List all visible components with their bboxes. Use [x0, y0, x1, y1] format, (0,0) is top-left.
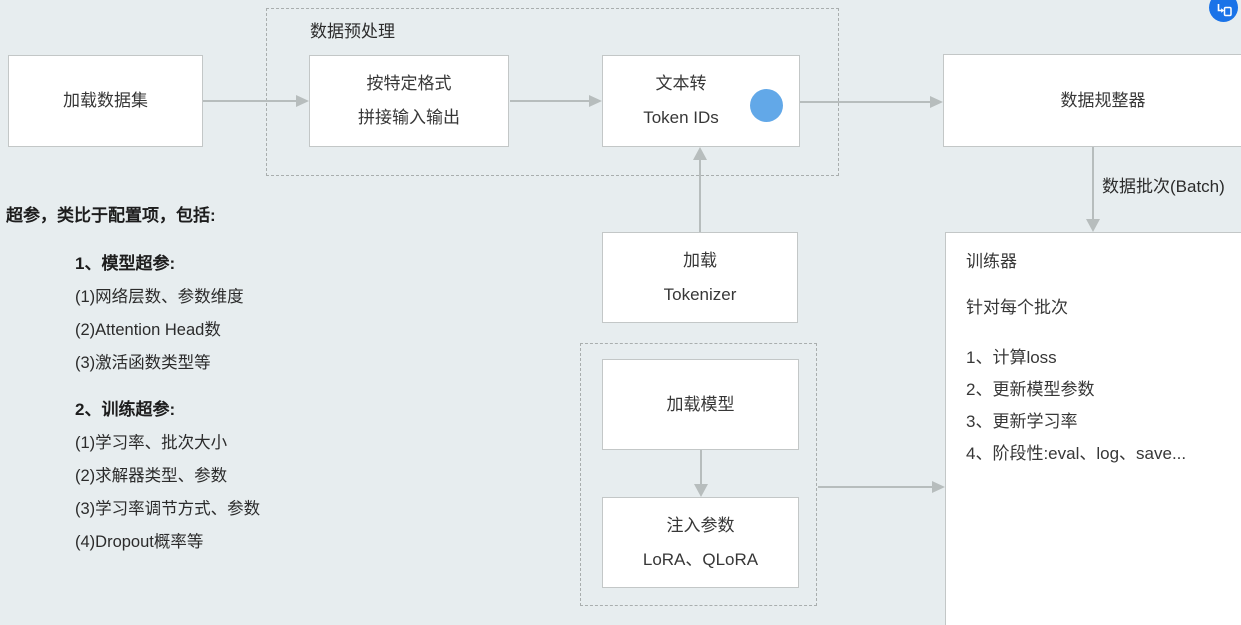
batch-arrow-label: 数据批次(Batch) [1102, 177, 1225, 196]
hyperparams-group-model: 1、模型超参: (1)网络层数、参数维度 (2)Attention Head数 … [75, 253, 260, 552]
node-text-to-token-ids-line2: Token IDs [643, 108, 719, 127]
hyperparams-item: (2)求解器类型、参数 [75, 467, 228, 485]
node-data-collator-label: 数据规整器 [1060, 90, 1146, 110]
trainer-subtitle: 针对每个批次 [966, 298, 1068, 317]
trainer-step-list: 1、计算loss 2、更新模型参数 3、更新学习率 4、阶段性:eval、log… [966, 347, 1186, 465]
node-data-collator: 数据规整器 [943, 54, 1241, 147]
node-format-concat: 按特定格式 拼接输入输出 [309, 55, 509, 147]
node-load-model-label: 加载模型 [666, 394, 735, 414]
hyperparams-item: (4)Dropout概率等 [75, 533, 204, 551]
node-load-tokenizer-line1: 加载 [683, 250, 717, 270]
trainer-step: 4、阶段性:eval、log、save... [966, 444, 1187, 463]
node-inject-params: 注入参数 LoRA、QLoRA [602, 497, 799, 588]
node-load-tokenizer: 加载 Tokenizer [602, 232, 798, 323]
hyperparams-item: (2)Attention Head数 [75, 321, 221, 339]
node-inject-params-line1: 注入参数 [666, 515, 735, 535]
trainer-title: 训练器 [966, 252, 1017, 271]
preprocess-group-label: 数据预处理 [310, 22, 395, 41]
pointer-highlight-dot [750, 89, 783, 122]
hyperparams-item: (3)激活函数类型等 [75, 354, 211, 372]
node-load-tokenizer-line2: Tokenizer [663, 284, 737, 304]
node-format-concat-line1: 按特定格式 [366, 74, 452, 93]
node-text-to-token-ids-line1: 文本转 [655, 74, 707, 93]
model-group-frame [580, 343, 817, 606]
node-trainer: 训练器 针对每个批次 1、计算loss 2、更新模型参数 3、更新学习率 4、阶… [945, 232, 1241, 625]
node-load-dataset: 加载数据集 [8, 55, 203, 147]
trainer-step: 1、计算loss [966, 348, 1057, 367]
node-format-concat-line2: 拼接输入输出 [358, 108, 460, 127]
trainer-step: 2、更新模型参数 [966, 380, 1095, 399]
hyperparams-item: (1)学习率、批次大小 [75, 434, 228, 452]
hyperparams-block: 超参，类比于配置项，包括: 1、模型超参: (1)网络层数、参数维度 (2)At… [6, 205, 260, 565]
hyperparams-heading: 1、模型超参: [75, 254, 176, 273]
node-inject-params-line2: LoRA、QLoRA [642, 549, 759, 569]
hyperparams-item: (1)网络层数、参数维度 [75, 288, 244, 306]
translate-subtitle-icon [1215, 4, 1232, 19]
floating-action-button[interactable] [1209, 0, 1238, 22]
node-load-dataset-label: 加载数据集 [63, 91, 148, 110]
hyperparams-item: (3)学习率调节方式、参数 [75, 500, 261, 518]
hyperparams-heading: 2、训练超参: [75, 400, 176, 419]
trainer-step: 3、更新学习率 [966, 412, 1078, 431]
node-load-model: 加载模型 [602, 359, 799, 450]
hyperparams-title: 超参，类比于配置项，包括: [6, 206, 216, 225]
preprocess-group-frame [266, 8, 839, 176]
